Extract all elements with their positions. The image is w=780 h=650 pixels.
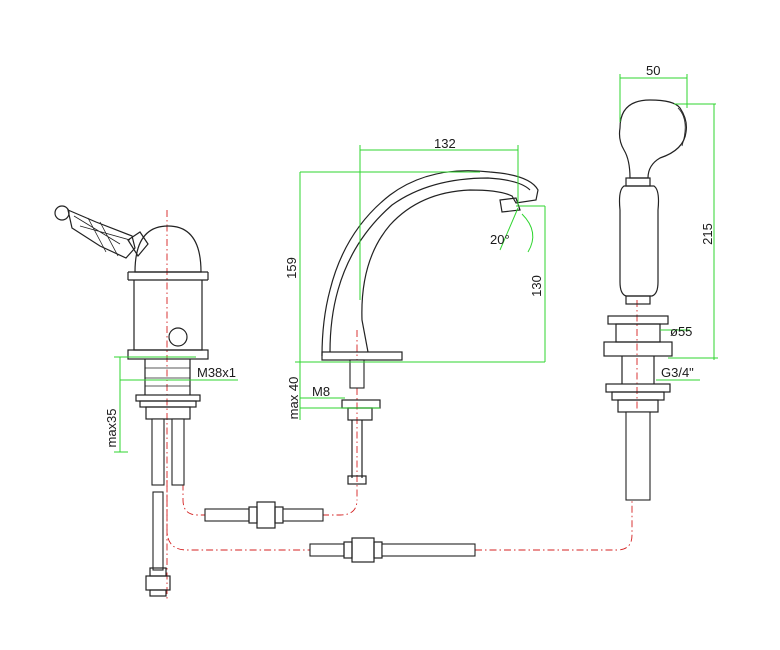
valve-max-deck-label: max35 xyxy=(104,408,119,447)
spout-stud-label: M8 xyxy=(312,384,330,399)
shower-thread-label: G3/4" xyxy=(661,365,694,380)
valve-dimensions: M38x1 max35 xyxy=(104,356,238,453)
spout-outlet-height-label: 130 xyxy=(529,275,544,297)
crystal-lever-handle xyxy=(54,205,149,259)
shower-hose-fitting xyxy=(309,537,476,563)
shower-height-label: 215 xyxy=(700,223,715,245)
spout-height-total-label: 159 xyxy=(284,257,299,279)
spout-reach-label: 132 xyxy=(434,136,456,151)
spout-dimensions: 132 159 130 20° max 40 M8 xyxy=(284,136,546,420)
mixer-valve xyxy=(54,205,209,597)
spout-angle-label: 20° xyxy=(490,232,510,247)
shower-dimensions: 50 215 ø55 G3/4" xyxy=(619,63,718,381)
shower-base-diameter-label: ø55 xyxy=(670,324,692,339)
hose-routing-lines xyxy=(166,210,638,600)
spout-max-deck-label: max 40 xyxy=(286,377,301,420)
hand-shower xyxy=(603,99,687,501)
spout xyxy=(321,170,539,485)
valve-thread-label: M38x1 xyxy=(197,365,236,380)
hose-connector xyxy=(204,501,324,529)
shower-width-label: 50 xyxy=(646,63,660,78)
